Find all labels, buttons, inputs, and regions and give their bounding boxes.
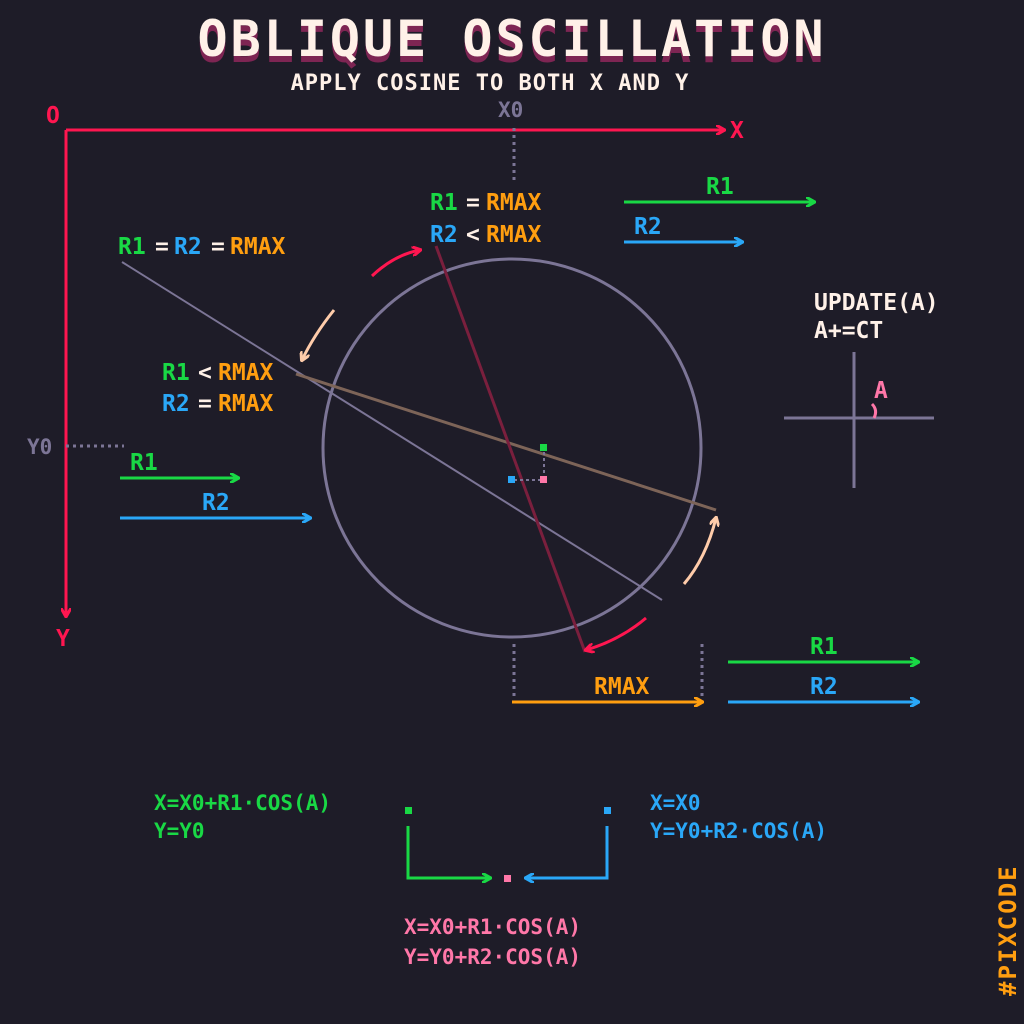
red-oblique-line [434,245,587,653]
formula-pink-x: X=X0+R1·COS(A) [404,915,581,939]
blue-point [508,476,515,483]
rotation-arrow-top [370,250,420,278]
left-r1-label: R1 [130,450,158,476]
coordinate-axes: O X Y [46,103,744,652]
page-title-shadow: OBLIQUE OSCILLATION [198,16,827,74]
label-left-eq2: = [211,234,225,260]
rotation-arrow-bottom [586,616,647,650]
y-axis-label: Y [56,626,70,652]
label-mid-eq: = [198,391,212,417]
bottomright-r2-label: R2 [810,674,838,700]
combo-pink-dot [504,875,511,882]
label-mid-r2: R2 [162,391,190,417]
rmax-circle [321,257,703,639]
combo-green-dot [405,807,412,814]
angle-arc [870,402,878,419]
combo-blue-arrow [526,826,609,878]
x-axis-label: X [730,118,744,144]
label-mid-rmax1: RMAX [218,360,274,386]
label-top-rmax1: RMAX [486,190,542,216]
combo-green-arrow [406,826,490,878]
gray-diagonal-line [121,261,663,601]
formula-green-x: X=X0+R1·COS(A) [154,791,331,815]
label-top-r2: R2 [430,222,458,248]
label-top-r1: R1 [430,190,458,216]
formula-green-y: Y=Y0 [154,819,205,843]
pink-point [540,476,547,483]
topright-r2-label: R2 [634,214,662,240]
y0-label: Y0 [27,435,52,459]
label-top-rmax2: RMAX [486,222,542,248]
label-mid-lt: < [198,360,212,386]
tan-oblique-line [295,372,717,512]
bottomright-r1-label: R1 [810,634,838,660]
rotation-arrow-left [302,309,336,360]
label-top-lt: < [466,222,480,248]
angle-label: A [874,378,888,404]
formula-pink-y: Y=Y0+R2·COS(A) [404,945,581,969]
page-subtitle: APPLY COSINE TO BOTH X AND Y [291,71,690,96]
label-top-eq: = [466,190,480,216]
x0-label: X0 [498,98,523,122]
update-line2: A+=CT [814,318,883,344]
left-r2-label: R2 [202,490,230,516]
hashtag-label: #PIXCODE [994,864,1022,996]
formula-blue-x: X=X0 [650,791,701,815]
topright-r1-label: R1 [706,174,734,200]
label-left-eq1: = [155,234,169,260]
label-left-r2: R2 [174,234,202,260]
page-title: OBLIQUE OSCILLATION [198,10,827,68]
rotation-arrow-right [682,518,716,585]
formula-blue-y: Y=Y0+R2·COS(A) [650,819,827,843]
label-mid-r1: R1 [162,360,190,386]
label-left-r1: R1 [118,234,146,260]
green-point [540,444,547,451]
label-left-rmax: RMAX [230,234,286,260]
rmax-measure-label: RMAX [594,674,650,700]
origin-label: O [46,103,60,129]
combo-blue-dot [604,807,611,814]
update-line1: UPDATE(A) [814,290,939,316]
label-mid-rmax2: RMAX [218,391,274,417]
